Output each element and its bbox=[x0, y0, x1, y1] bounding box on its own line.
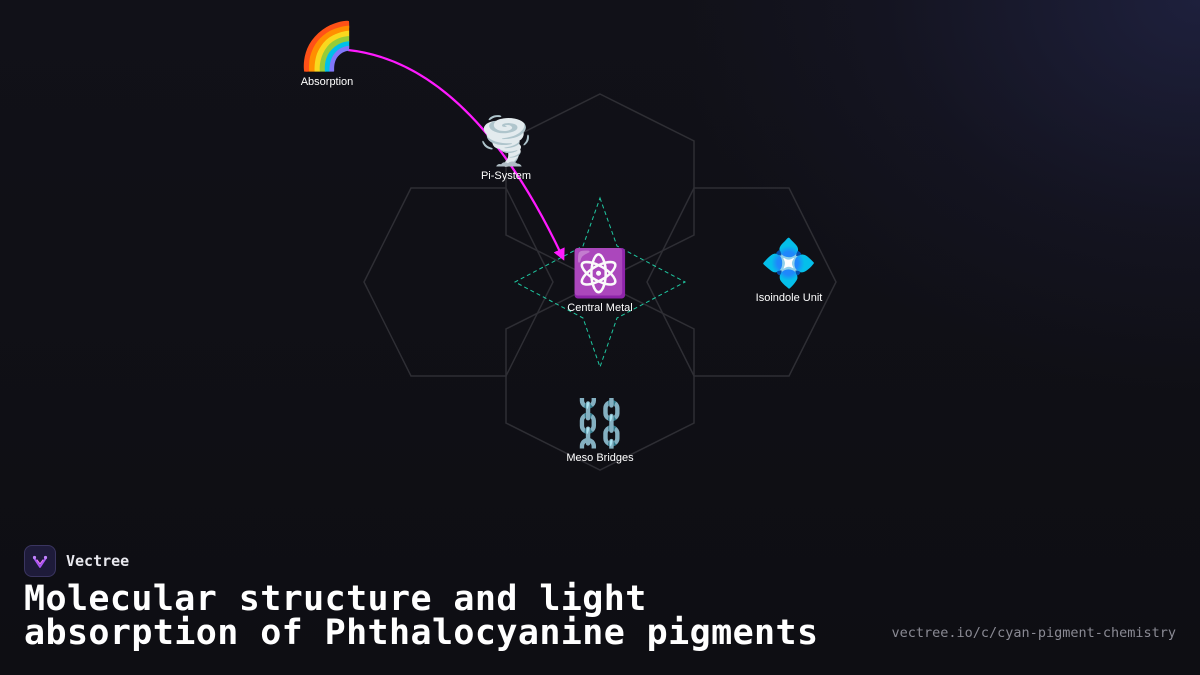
node-label-pi-system: Pi-System bbox=[481, 170, 531, 182]
title-line-1: Molecular structure and light bbox=[24, 579, 647, 619]
tornado-icon: 🌪️ bbox=[477, 113, 534, 169]
brand-name: Vectree bbox=[66, 552, 130, 570]
node-pi-system[interactable]: 🌪️ Pi-System bbox=[477, 113, 534, 182]
node-label-isoindole-unit: Isoindole Unit bbox=[756, 292, 823, 304]
node-central-metal[interactable]: ⚛️ Central Metal bbox=[567, 246, 632, 314]
hexagon-grid bbox=[363, 93, 837, 471]
rainbow-icon: 🌈 bbox=[298, 18, 355, 73]
node-absorption[interactable]: 🌈 Absorption bbox=[298, 18, 355, 88]
node-label-central-metal: Central Metal bbox=[567, 302, 632, 314]
atom-icon: ⚛️ bbox=[571, 246, 628, 300]
hexagon-right bbox=[646, 187, 837, 377]
source-url[interactable]: vectree.io/c/cyan-pigment-chemistry bbox=[891, 625, 1176, 641]
page-title: Molecular structure and light absorption… bbox=[24, 579, 864, 653]
hexagon-bottom bbox=[505, 281, 695, 471]
hexagon-left bbox=[363, 187, 554, 377]
title-line-2: absorption of Phthalocyanine pigments bbox=[24, 613, 819, 653]
node-label-meso-bridges: Meso Bridges bbox=[566, 452, 634, 464]
brand[interactable]: Vectree bbox=[24, 544, 129, 578]
diamond-with-dot-icon: 💠 bbox=[760, 236, 817, 290]
chains-icon: ⛓️ bbox=[571, 396, 628, 450]
vectree-logo-icon bbox=[24, 545, 56, 577]
node-meso-bridges[interactable]: ⛓️ Meso Bridges bbox=[566, 396, 634, 464]
node-label-absorption: Absorption bbox=[301, 76, 354, 88]
absorption-arrow bbox=[347, 48, 565, 261]
node-isoindole-unit[interactable]: 💠 Isoindole Unit bbox=[756, 236, 823, 304]
